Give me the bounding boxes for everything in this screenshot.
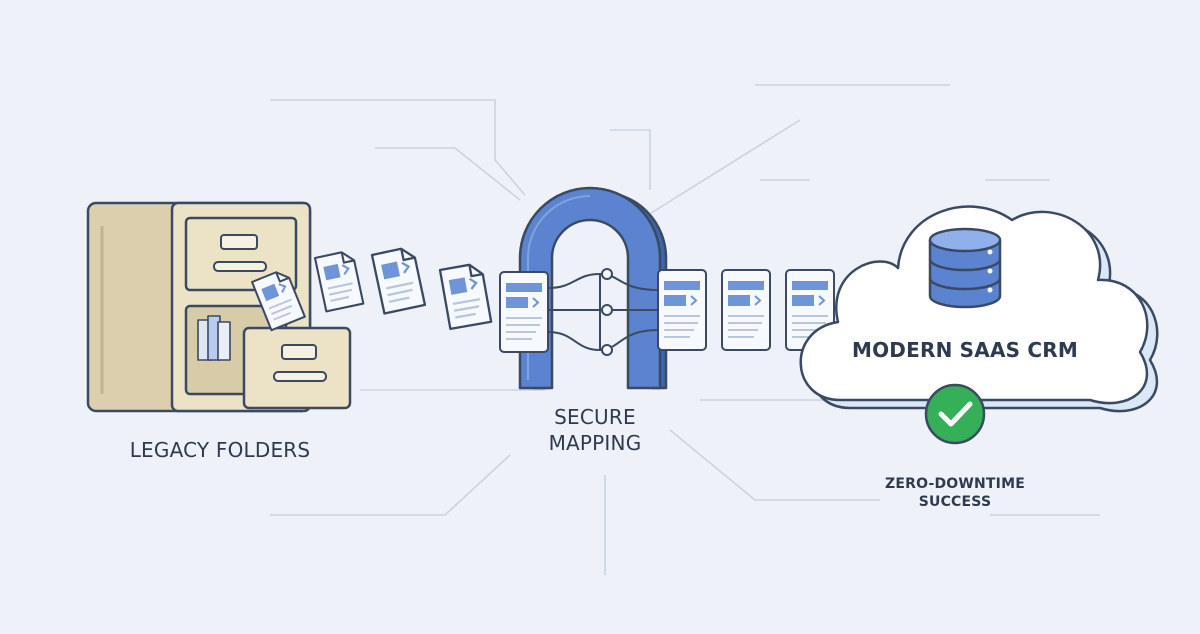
node-dot <box>601 344 613 356</box>
record-card-icon <box>499 271 549 353</box>
modern-saas-crm-label: MODERN SAAS CRM <box>852 338 1078 362</box>
filing-cabinet-icon <box>86 201 352 413</box>
record-card-icon <box>657 269 707 351</box>
check-circle-icon <box>924 383 986 445</box>
document-icon <box>313 249 365 313</box>
node-dot <box>601 304 613 316</box>
secure-mapping-line2: MAPPING <box>548 431 642 455</box>
secure-mapping-line1: SECURE <box>554 405 636 429</box>
zero-downtime-line1: ZERO-DOWNTIME <box>884 476 1025 492</box>
document-icon <box>438 261 493 331</box>
mapping-nodes <box>601 268 613 356</box>
database-icon <box>928 227 1002 309</box>
secure-mapping-label: SECURE MAPPING <box>470 404 720 456</box>
node-dot <box>601 268 613 280</box>
zero-downtime-label: ZERO-DOWNTIME SUCCESS <box>840 475 1070 511</box>
arch-gateway-icon <box>518 186 668 390</box>
record-card-icon <box>721 269 771 351</box>
document-icon <box>370 245 427 315</box>
zero-downtime-line2: SUCCESS <box>918 494 992 510</box>
legacy-folders-label: LEGACY FOLDERS <box>129 438 311 462</box>
